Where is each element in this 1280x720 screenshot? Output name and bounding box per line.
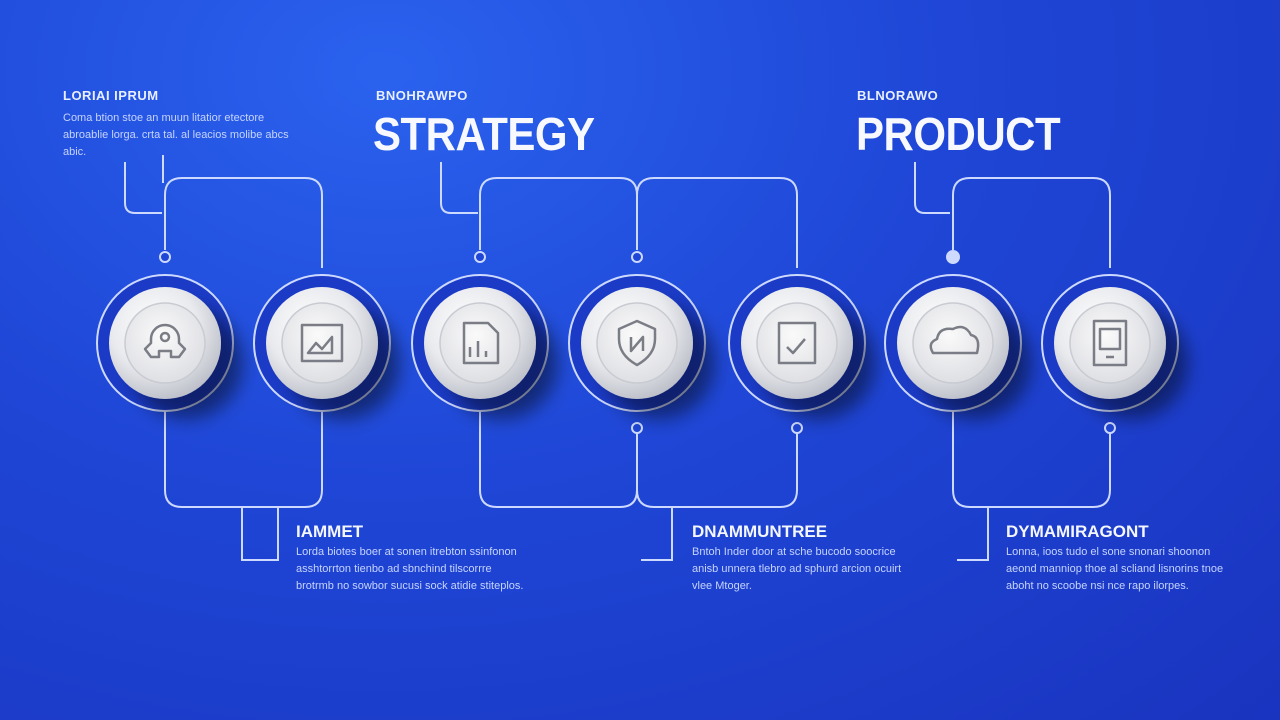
- leader-top-strategy: [440, 162, 478, 214]
- folder-chart-icon: [300, 323, 344, 363]
- node-dot: [791, 422, 803, 434]
- leader-top-product: [914, 162, 950, 214]
- connector-top-4: [952, 177, 1111, 268]
- node-dot: [474, 251, 486, 263]
- leader-bottom-left: [241, 508, 279, 561]
- connector-bottom-1: [164, 412, 323, 508]
- connector-top-3: [636, 177, 798, 268]
- product-title: PRODUCT: [856, 108, 1061, 160]
- step-node: [1041, 274, 1179, 412]
- cloud-icon: [929, 325, 980, 355]
- bottom-left-body: Lorda biotes boer at sonen itrebton ssin…: [296, 546, 524, 592]
- step-face: [281, 302, 363, 384]
- step-node: [253, 274, 391, 412]
- step-face: [756, 302, 838, 384]
- top-left-title: LORIAI IPRUM: [63, 88, 159, 103]
- node-dot: [946, 250, 960, 264]
- bottom-right-title: DYMAMIRAGONT: [1006, 522, 1149, 541]
- step-nodes: [96, 274, 1179, 412]
- product-label: BLNORAWO: [857, 88, 939, 103]
- node-dot: [1104, 422, 1116, 434]
- connector-bottom-4: [952, 412, 1111, 508]
- leader-top-left: [124, 162, 162, 214]
- document-chart-icon: [462, 321, 500, 365]
- top-left-body: Coma btion stoe an muun litatior etector…: [63, 112, 289, 158]
- leader-bottom-right: [957, 508, 989, 561]
- bottom-left-title: IAMMET: [296, 522, 364, 541]
- step-face: [912, 302, 994, 384]
- bottom-mid-title: DNAMMUNTREE: [692, 522, 828, 541]
- connector-top-2: [479, 177, 638, 250]
- strategy-title: STRATEGY: [373, 108, 595, 160]
- device-icon: [1092, 319, 1128, 367]
- tablet-check-icon: [777, 321, 817, 365]
- node-dots: [159, 250, 1116, 434]
- step-face: [439, 302, 521, 384]
- step-node: [411, 274, 549, 412]
- connector-bottom-2: [479, 412, 638, 508]
- step-face: [1069, 302, 1151, 384]
- bottom-mid-body: Bntoh Inder door at sche bucodo soocrice…: [692, 546, 902, 592]
- shield-icon: [617, 319, 657, 367]
- step-node: [96, 274, 234, 412]
- node-dot: [159, 251, 171, 263]
- step-face: [124, 302, 206, 384]
- gear-person-icon: [143, 323, 187, 359]
- connector-bottom-3: [636, 433, 798, 508]
- leader-bottom-mid: [641, 508, 673, 561]
- node-dot: [631, 422, 643, 434]
- node-dot: [631, 251, 643, 263]
- strategy-label: BNOHRAWPO: [376, 88, 468, 103]
- step-node: [568, 274, 706, 412]
- step-node: [884, 274, 1022, 412]
- connector-top-1: [164, 177, 323, 268]
- bottom-right-body: Lonna, ioos tudo el sone snonari shoonon…: [1006, 546, 1224, 592]
- connector-lines: [124, 155, 1111, 561]
- step-node: [728, 274, 866, 412]
